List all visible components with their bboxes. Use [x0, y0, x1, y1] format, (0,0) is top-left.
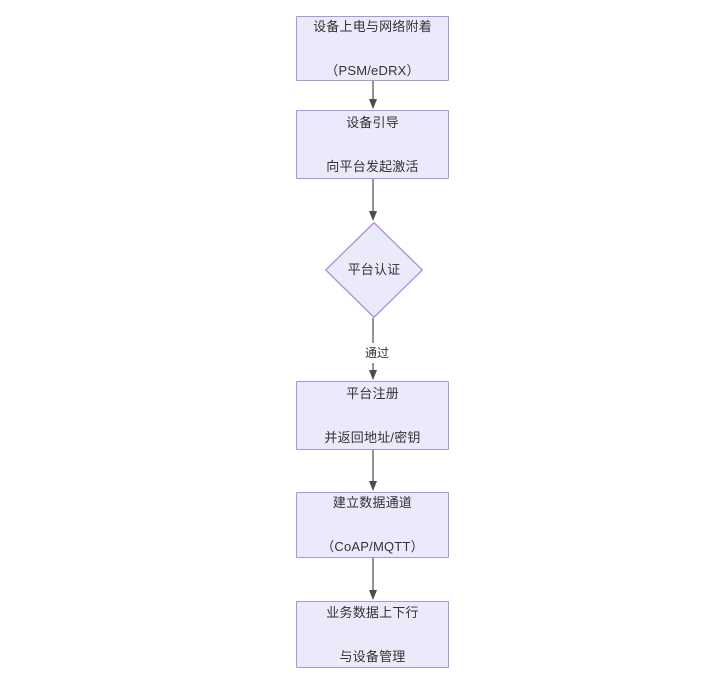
node-power-on-label: 设备上电与网络附着 （PSM/eDRX）	[313, 0, 432, 104]
node-service-data-label: 业务数据上下行 与设备管理	[326, 580, 418, 690]
node-power-on-line2: （PSM/eDRX）	[325, 62, 420, 78]
node-data-channel[interactable]: 建立数据通道 （CoAP/MQTT）	[296, 492, 449, 558]
node-data-channel-label: 建立数据通道 （CoAP/MQTT）	[321, 470, 424, 580]
node-service-data-line1: 业务数据上下行	[326, 604, 419, 620]
node-register-line1: 平台注册	[346, 385, 399, 401]
node-service-data-line2: 与设备管理	[339, 648, 406, 664]
node-register[interactable]: 平台注册 并返回地址/密钥	[296, 381, 449, 450]
node-register-line2: 并返回地址/密钥	[324, 429, 421, 445]
node-power-on-line1: 设备上电与网络附着	[313, 18, 432, 34]
node-auth-decision[interactable]: 平台认证	[325, 222, 423, 318]
node-bootstrap-label: 设备引导 向平台发起激活	[326, 90, 418, 200]
node-register-label: 平台注册 并返回地址/密钥	[324, 361, 420, 471]
node-auth-label: 平台认证	[347, 262, 401, 277]
edge-label-pass: 通过	[355, 343, 399, 363]
node-data-channel-line1: 建立数据通道	[332, 495, 413, 510]
node-service-data[interactable]: 业务数据上下行 与设备管理	[296, 601, 449, 668]
node-data-channel-line2: （CoAP/MQTT）	[321, 539, 424, 554]
diamond-shape-icon	[325, 222, 423, 318]
node-bootstrap-line2: 向平台发起激活	[326, 158, 419, 174]
node-power-on[interactable]: 设备上电与网络附着 （PSM/eDRX）	[296, 16, 449, 81]
node-bootstrap[interactable]: 设备引导 向平台发起激活	[296, 110, 449, 179]
node-bootstrap-line1: 设备引导	[346, 114, 399, 130]
